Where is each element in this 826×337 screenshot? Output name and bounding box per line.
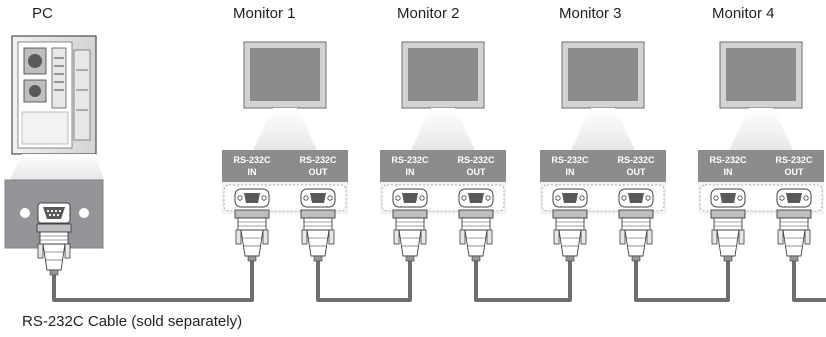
monitor-2: RS-232C IN RS-232C OUT [380, 41, 506, 214]
monitor-2-in-plug [392, 209, 428, 262]
pc-port-panel [4, 154, 104, 249]
rs232c-in-sublabel: IN [566, 167, 575, 177]
monitor-2-screen [408, 48, 478, 101]
rs232c-in-label: RS-232C [709, 155, 747, 165]
rs232c-out-label: RS-232C [617, 155, 655, 165]
rs232c-in-port [710, 188, 746, 208]
monitor-4-label: Monitor 4 [712, 5, 775, 22]
monitor-3-screen [568, 48, 638, 101]
rs232c-in-sublabel: IN [248, 167, 257, 177]
rs232c-in-label: RS-232C [233, 155, 271, 165]
monitor-4: RS-232C IN RS-232C OUT [698, 41, 824, 214]
rs232c-out-label: RS-232C [299, 155, 337, 165]
cable-pc-to-monitor-1 [52, 260, 254, 302]
rs232c-in-sublabel: IN [724, 167, 733, 177]
rs232c-out-sublabel: OUT [785, 167, 805, 177]
rs232c-out-sublabel: OUT [467, 167, 487, 177]
cable-caption: RS-232C Cable (sold separately) [22, 313, 243, 330]
monitor-4-panel-bar [698, 150, 824, 182]
pc-label: PC [32, 5, 53, 22]
cable-monitor-1-to-2 [316, 260, 412, 302]
monitor-3-out-plug [618, 209, 654, 262]
rs232c-in-port [392, 188, 428, 208]
monitor-1-in-plug [234, 209, 270, 262]
rs232c-out-port [776, 188, 812, 208]
cable-monitor-2-to-3 [474, 260, 572, 302]
rs232c-out-port [300, 188, 336, 208]
monitor-3-in-plug [552, 209, 588, 262]
monitor-4-in-plug [710, 209, 746, 262]
rs232c-out-sublabel: OUT [309, 167, 329, 177]
monitor-2-label: Monitor 2 [397, 5, 460, 22]
monitor-4-screen [726, 48, 796, 101]
rs232c-in-port [234, 188, 270, 208]
monitor-4-out-plug [776, 209, 812, 262]
rs232c-out-sublabel: OUT [627, 167, 647, 177]
cable-monitor-3-to-4 [634, 260, 730, 302]
monitor-3: RS-232C IN RS-232C OUT [540, 41, 666, 214]
monitor-1: RS-232C IN RS-232C OUT [222, 41, 348, 214]
monitor-1-screen [250, 48, 320, 101]
monitor-2-out-plug [458, 209, 494, 262]
monitor-3-label: Monitor 3 [559, 5, 622, 22]
monitor-1-label: Monitor 1 [233, 5, 296, 22]
rs232c-in-label: RS-232C [551, 155, 589, 165]
rs232c-in-port [552, 188, 588, 208]
rs232c-in-label: RS-232C [391, 155, 429, 165]
rs232c-out-port [458, 188, 494, 208]
cable-monitor-4-out [792, 260, 826, 302]
rs232c-in-sublabel: IN [406, 167, 415, 177]
rs232c-out-label: RS-232C [775, 155, 813, 165]
rs232c-out-port [618, 188, 654, 208]
pc-tower [11, 35, 97, 155]
rs232c-out-label: RS-232C [457, 155, 495, 165]
monitor-1-panel-bar [222, 150, 348, 182]
monitor-3-panel-bar [540, 150, 666, 182]
monitor-1-out-plug [300, 209, 336, 262]
monitor-2-panel-bar [380, 150, 506, 182]
pc-cable-plug [36, 223, 72, 276]
